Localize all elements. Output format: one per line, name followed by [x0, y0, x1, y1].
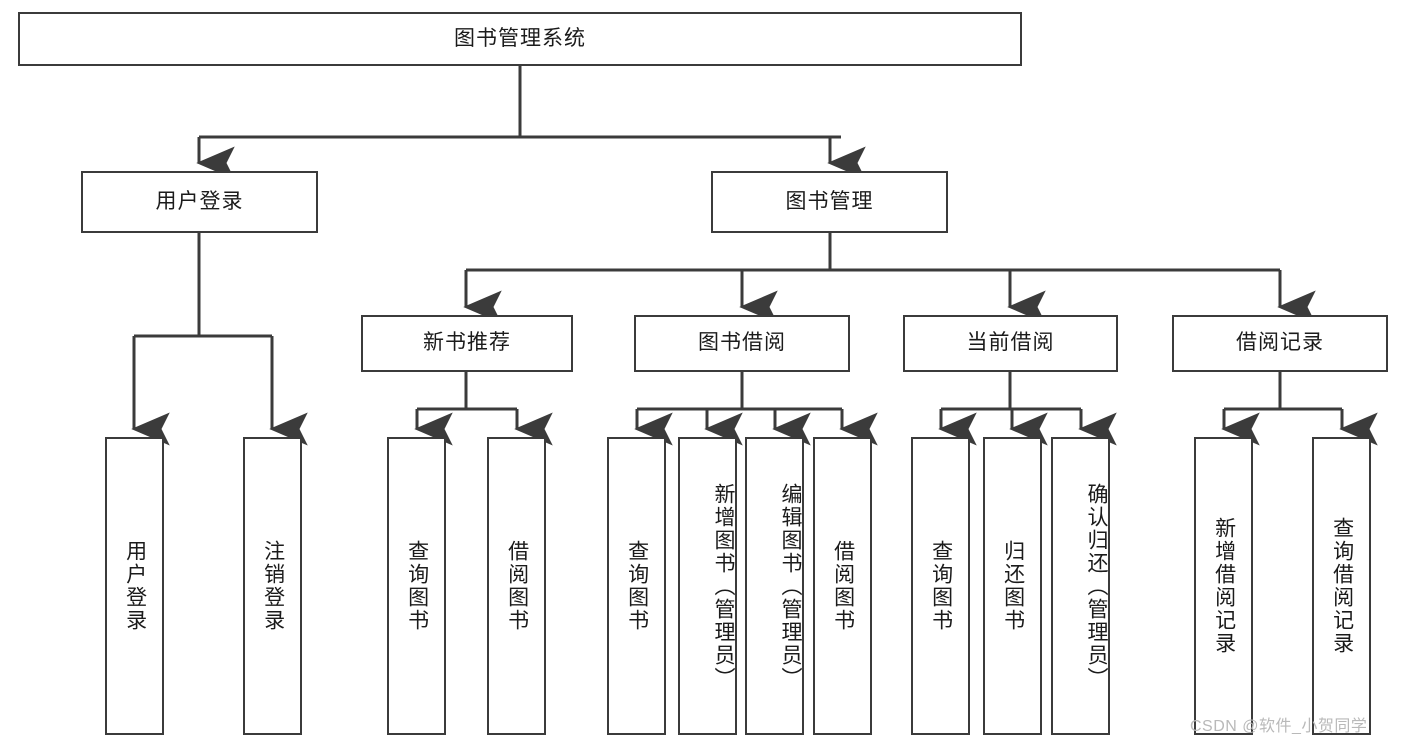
node-borrow-record-label: 借阅记录 [1236, 331, 1324, 355]
node-leaf-query-book-borrow-label: 查询图书 [625, 540, 649, 632]
node-leaf-query-book-recommend-label: 查询图书 [405, 540, 429, 632]
node-user-login[interactable]: 用户登录 [81, 171, 318, 233]
node-leaf-query-book-current-label: 查询图书 [929, 540, 953, 632]
node-leaf-confirm-return-admin-label: 确认归还（管理员） [1085, 482, 1108, 690]
watermark: CSDN @软件_小贺同学 [1190, 718, 1368, 735]
node-leaf-borrow-book-recommend[interactable]: 借阅图书 [487, 437, 546, 735]
node-user-login-label: 用户登录 [155, 189, 244, 213]
node-leaf-borrow-book[interactable]: 借阅图书 [813, 437, 872, 735]
node-root-label: 图书管理系统 [454, 26, 586, 50]
node-leaf-add-borrow-record-label: 新增借阅记录 [1212, 517, 1236, 655]
node-leaf-edit-book-admin[interactable]: 编辑图书（管理员） [745, 437, 804, 735]
node-book-borrow[interactable]: 图书借阅 [634, 315, 850, 372]
node-book-management[interactable]: 图书管理 [711, 171, 948, 233]
node-leaf-add-book-admin[interactable]: 新增图书（管理员） [678, 437, 737, 735]
node-leaf-edit-book-admin-label: 编辑图书（管理员） [779, 482, 802, 690]
node-leaf-logout-login[interactable]: 注销登录 [243, 437, 302, 735]
node-leaf-query-book-recommend[interactable]: 查询图书 [387, 437, 446, 735]
node-leaf-user-login[interactable]: 用户登录 [105, 437, 164, 735]
node-leaf-query-borrow-record[interactable]: 查询借阅记录 [1312, 437, 1371, 735]
node-leaf-user-login-label: 用户登录 [123, 540, 147, 632]
node-leaf-query-book-current[interactable]: 查询图书 [911, 437, 970, 735]
node-new-book-recommend-label: 新书推荐 [423, 331, 511, 355]
node-root[interactable]: 图书管理系统 [18, 12, 1022, 66]
node-current-borrow-label: 当前借阅 [966, 331, 1055, 355]
node-leaf-logout-login-label: 注销登录 [261, 540, 285, 632]
node-leaf-return-book[interactable]: 归还图书 [983, 437, 1042, 735]
node-current-borrow[interactable]: 当前借阅 [903, 315, 1118, 372]
node-leaf-add-book-admin-label: 新增图书（管理员） [712, 482, 735, 690]
node-book-management-label: 图书管理 [785, 189, 874, 213]
node-leaf-query-book-borrow[interactable]: 查询图书 [607, 437, 666, 735]
node-leaf-borrow-book-recommend-label: 借阅图书 [505, 540, 529, 632]
node-leaf-return-book-label: 归还图书 [1001, 540, 1025, 632]
node-leaf-confirm-return-admin[interactable]: 确认归还（管理员） [1051, 437, 1110, 735]
node-new-book-recommend[interactable]: 新书推荐 [361, 315, 573, 372]
node-leaf-add-borrow-record[interactable]: 新增借阅记录 [1194, 437, 1253, 735]
node-book-borrow-label: 图书借阅 [698, 331, 786, 355]
node-leaf-query-borrow-record-label: 查询借阅记录 [1330, 517, 1354, 655]
node-borrow-record[interactable]: 借阅记录 [1172, 315, 1388, 372]
node-leaf-borrow-book-label: 借阅图书 [831, 540, 855, 632]
